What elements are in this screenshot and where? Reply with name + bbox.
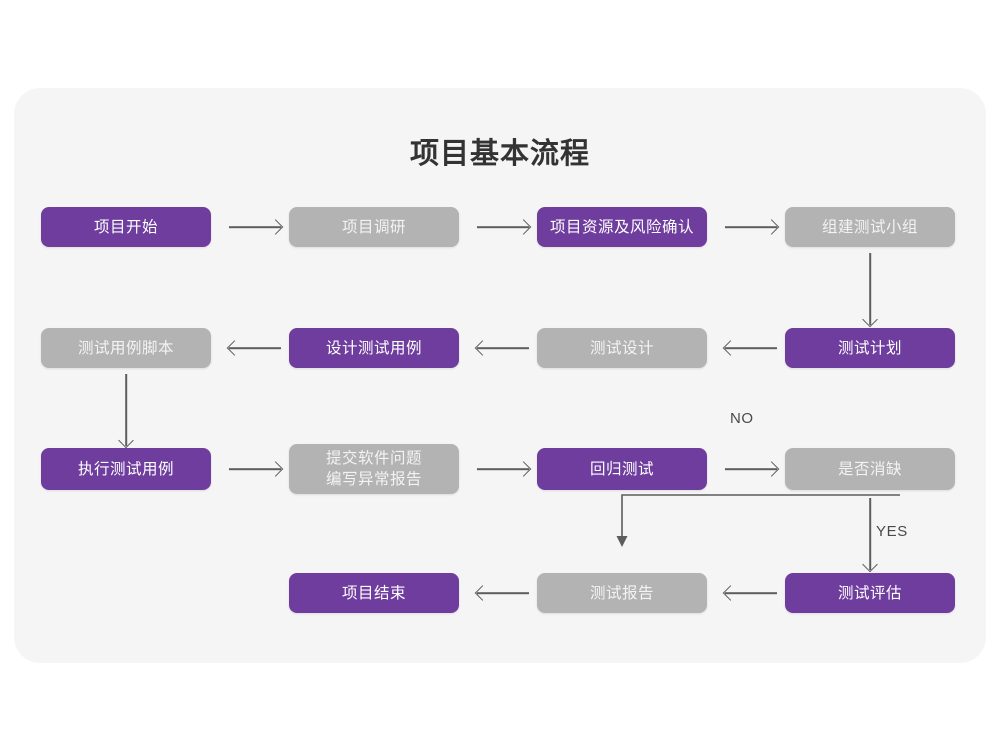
arrow-shaft bbox=[477, 226, 529, 228]
flow-node-execute-test-cases[interactable]: 执行测试用例 bbox=[41, 448, 211, 490]
arrow-shaft bbox=[725, 226, 777, 228]
flow-node-test-case-script[interactable]: 测试用例脚本 bbox=[41, 328, 211, 368]
arrow-research-to-resource bbox=[477, 217, 532, 237]
arrow-head-left-icon bbox=[226, 340, 243, 356]
arrow-shaft bbox=[229, 347, 281, 349]
arrow-shaft bbox=[725, 592, 777, 594]
arrow-head-right-icon bbox=[267, 461, 284, 477]
arrow-resource-to-team bbox=[725, 217, 780, 237]
flow-node-resource-risk-confirm[interactable]: 项目资源及风险确认 bbox=[537, 207, 707, 247]
arrow-shaft bbox=[725, 347, 777, 349]
arrow-head-down-icon bbox=[862, 311, 878, 328]
arrow-head-down-icon bbox=[862, 556, 878, 573]
arrow-defect-check-to-evaluation bbox=[860, 498, 880, 573]
flow-node-project-research[interactable]: 项目调研 bbox=[289, 207, 459, 247]
arrow-shaft bbox=[125, 374, 127, 446]
arrow-team-to-test-plan bbox=[860, 253, 880, 328]
arrow-head-right-icon bbox=[515, 461, 532, 477]
arrow-regression-to-defect-check bbox=[725, 459, 780, 479]
arrow-head-left-icon bbox=[474, 585, 491, 601]
arrow-head-left-icon bbox=[474, 340, 491, 356]
flow-node-regression-test[interactable]: 回归测试 bbox=[537, 448, 707, 490]
arrow-test-design-to-design-cases bbox=[474, 338, 529, 358]
flow-node-project-start[interactable]: 项目开始 bbox=[41, 207, 211, 247]
flow-node-test-design[interactable]: 测试设计 bbox=[537, 328, 707, 368]
arrow-head-right-icon bbox=[515, 219, 532, 235]
arrow-shaft bbox=[229, 468, 281, 470]
flow-node-defect-cleared-check[interactable]: 是否消缺 bbox=[785, 448, 955, 490]
flow-node-test-report[interactable]: 测试报告 bbox=[537, 573, 707, 613]
edge-label-yes: YES bbox=[876, 523, 908, 540]
flow-node-design-test-cases[interactable]: 设计测试用例 bbox=[289, 328, 459, 368]
edge-label-no: NO bbox=[730, 410, 754, 427]
flow-node-project-end[interactable]: 项目结束 bbox=[289, 573, 459, 613]
flow-node-build-test-team[interactable]: 组建测试小组 bbox=[785, 207, 955, 247]
no-feedback-loop-connector bbox=[616, 493, 900, 547]
arrow-shaft bbox=[725, 468, 777, 470]
arrow-head-right-icon bbox=[763, 461, 780, 477]
flow-node-submit-issue-report[interactable]: 提交软件问题 编写异常报告 bbox=[289, 444, 459, 494]
arrow-shaft bbox=[477, 592, 529, 594]
arrow-test-report-to-project-end bbox=[474, 583, 529, 603]
page-title: 项目基本流程 bbox=[409, 138, 590, 170]
arrow-evaluation-to-test-report bbox=[722, 583, 777, 603]
arrow-script-to-execute-cases bbox=[116, 374, 136, 449]
arrow-head-right-icon bbox=[763, 219, 780, 235]
arrow-head-down-icon bbox=[118, 432, 134, 449]
arrow-start-to-research bbox=[229, 217, 284, 237]
arrow-shaft bbox=[229, 226, 281, 228]
arrow-shaft bbox=[477, 347, 529, 349]
flow-node-test-evaluation[interactable]: 测试评估 bbox=[785, 573, 955, 613]
arrow-head-right-icon bbox=[267, 219, 284, 235]
arrow-execute-to-submit-issue bbox=[229, 459, 284, 479]
flowchart-card: 项目基本流程 项目开始 项目调研 项目资源及风险确认 组建测试小组 测试用例脚本… bbox=[14, 88, 986, 663]
arrow-shaft bbox=[477, 468, 529, 470]
arrow-head-left-icon bbox=[722, 340, 739, 356]
arrow-head-left-icon bbox=[722, 585, 739, 601]
flow-node-test-plan[interactable]: 测试计划 bbox=[785, 328, 955, 368]
arrow-test-plan-to-test-design bbox=[722, 338, 777, 358]
arrow-shaft bbox=[869, 253, 871, 325]
arrow-design-cases-to-script bbox=[226, 338, 281, 358]
arrow-shaft bbox=[869, 498, 871, 570]
arrow-submit-issue-to-regression bbox=[477, 459, 532, 479]
